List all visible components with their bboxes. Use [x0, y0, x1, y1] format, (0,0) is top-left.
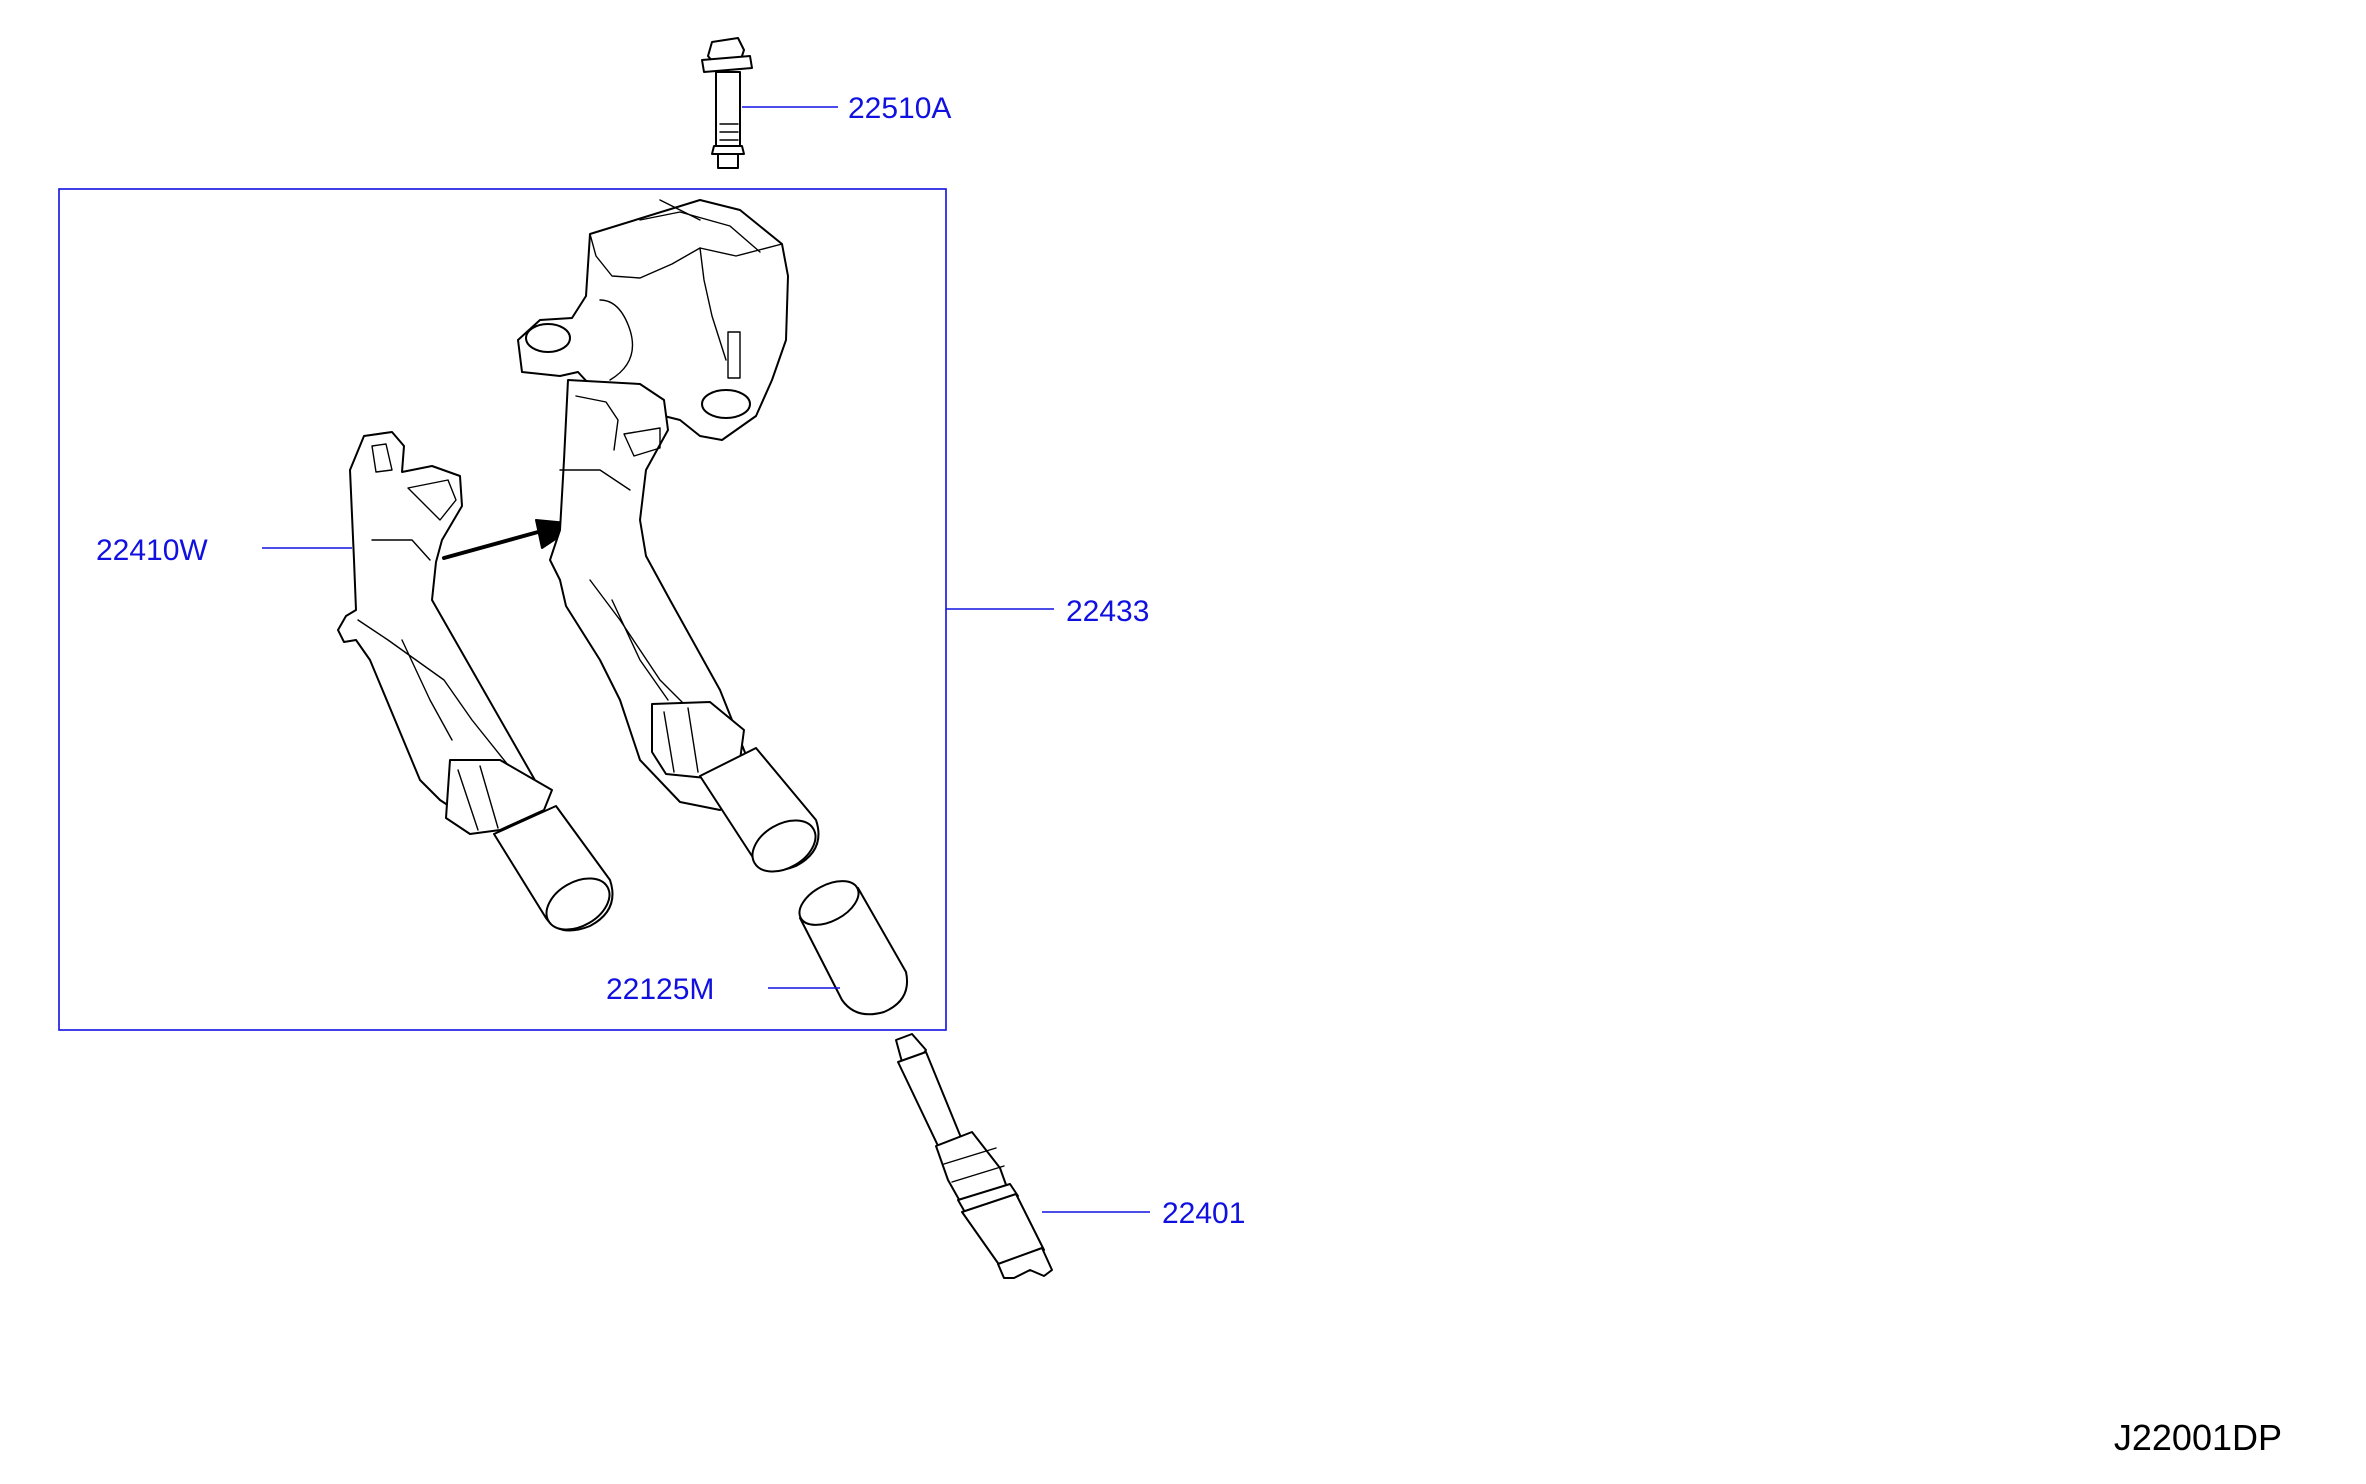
plug-boot-cap-drawing [798, 880, 908, 1016]
coil-bracket-drawing [337, 431, 614, 932]
part-label-coil-bracket[interactable]: 22410W [96, 534, 208, 567]
ignition-coil-drawing [517, 199, 820, 873]
spark-plug-drawing [895, 1033, 1053, 1279]
part-label-bolt[interactable]: 22510A [848, 92, 951, 125]
diagram-id: J22001DP [2114, 1417, 2282, 1458]
part-label-ignition-coil[interactable]: 22433 [1066, 595, 1149, 628]
part-label-spark-plug[interactable]: 22401 [1162, 1197, 1245, 1230]
part-label-plug-boot-cap[interactable]: 22125M [606, 973, 714, 1006]
bolt-drawing [701, 37, 753, 169]
